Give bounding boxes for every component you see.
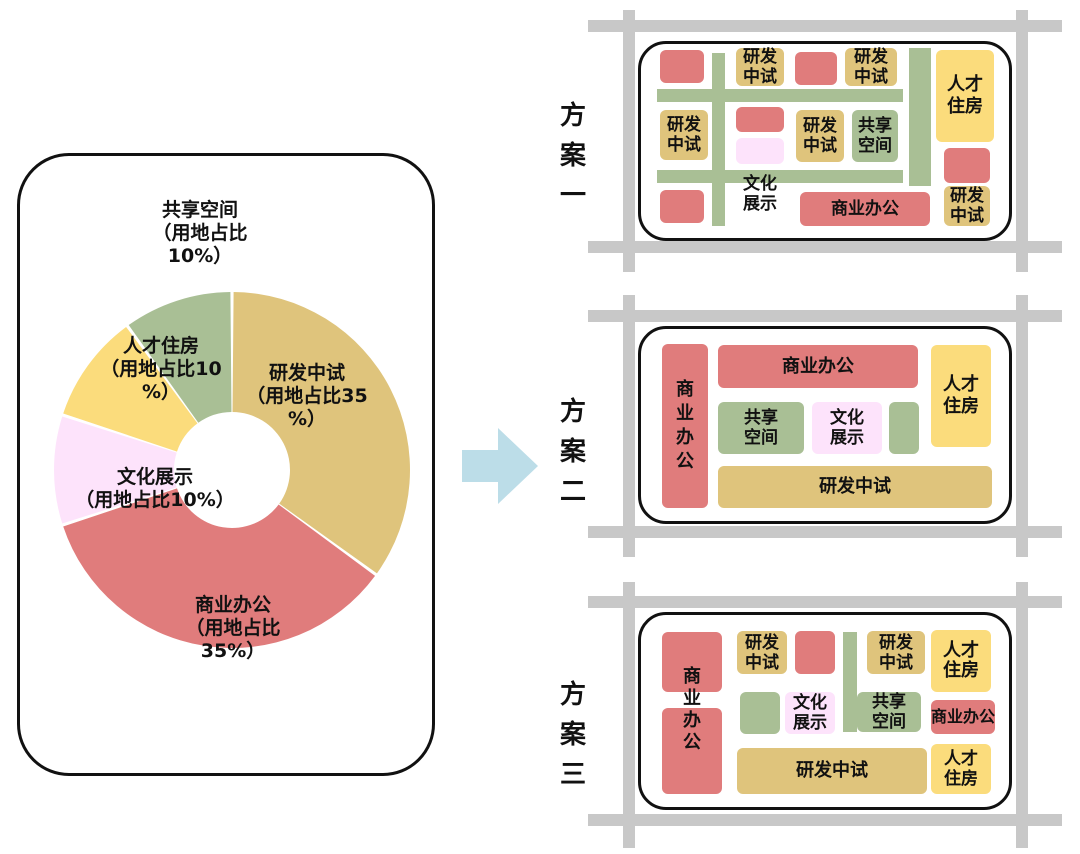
block-talent-housing: 人才 住房 <box>931 345 991 447</box>
scheme-1-title: 方 案 一 <box>559 101 586 211</box>
block-talent-housing: 人才 住房 <box>931 630 991 692</box>
block-culture: 文化 展示 <box>812 402 882 454</box>
label-shared-space: 共享空间 （用地占比 10%） <box>152 199 248 267</box>
road-v-right <box>1016 582 1028 848</box>
block-rnd: 研发 中试 <box>736 47 784 87</box>
road-h-top <box>588 20 1062 32</box>
road-h-bottom <box>588 814 1062 826</box>
block-office <box>660 190 704 223</box>
label-talent-housing: 人才住房 （用地占比10 %） <box>100 335 222 403</box>
block-office <box>944 148 990 183</box>
slice-culture <box>54 416 177 524</box>
block-office: 商业办公 <box>718 345 918 388</box>
road-v-right <box>1016 10 1028 272</box>
road-h-top <box>588 310 1062 322</box>
slice-shared-space <box>128 292 232 423</box>
block-shared-space: 共享 空间 <box>857 692 921 732</box>
block-rnd: 研发 中试 <box>796 110 844 162</box>
road-v-left <box>623 10 635 272</box>
green-strip <box>909 48 931 186</box>
block-shared-space <box>889 402 919 454</box>
slice-rnd <box>232 292 410 574</box>
block-office: 商 业 办 公 <box>662 344 708 508</box>
slice-office <box>63 488 376 649</box>
green-strip <box>657 89 903 102</box>
road-h-bottom <box>588 526 1062 538</box>
block-office <box>736 107 784 132</box>
road-v-right <box>1016 295 1028 557</box>
block-office <box>795 631 835 674</box>
road-h-top <box>588 596 1062 608</box>
label-office: 商业办公 （用地占比 35%） <box>185 594 281 662</box>
block-office <box>795 52 837 85</box>
green-strip <box>712 53 725 226</box>
scheme-2-title: 方 案 二 <box>559 397 586 507</box>
label-culture: 文化展示 （用地占比10%） <box>75 466 235 511</box>
block-office: 商业办公 <box>931 700 995 734</box>
slice-talent-housing <box>63 326 198 452</box>
scheme-3-title: 方 案 三 <box>559 680 586 790</box>
green-strip <box>843 632 857 732</box>
block-office <box>662 632 722 692</box>
road-v-left <box>623 295 635 557</box>
block-rnd: 研发 中试 <box>660 110 708 160</box>
block-office-label: 商 业 办 公 <box>683 666 701 753</box>
block-rnd: 研发 中试 <box>845 47 897 87</box>
arrow-right-icon <box>462 428 538 504</box>
block-office <box>660 50 704 83</box>
block-culture: 文化 展示 <box>785 692 835 734</box>
block-rnd: 研发 中试 <box>867 631 925 674</box>
land-use-donut-chart <box>54 292 410 649</box>
block-shared-space: 共享 空间 <box>852 110 898 162</box>
block-shared-space: 共享 空间 <box>718 402 804 454</box>
block-culture <box>736 138 784 164</box>
block-rnd: 研发 中试 <box>944 186 990 226</box>
block-talent-housing: 人才 住房 <box>931 744 991 794</box>
block-office: 商业办公 <box>800 192 930 226</box>
block-talent-housing: 人才 住房 <box>936 50 994 142</box>
block-culture: 文化 展示 <box>743 174 777 214</box>
block-rnd: 研发中试 <box>718 466 992 508</box>
block-rnd: 研发 中试 <box>737 631 787 674</box>
road-h-bottom <box>588 241 1062 253</box>
block-rnd: 研发中试 <box>737 748 927 794</box>
label-rnd: 研发中试 （用地占比35 %） <box>246 362 368 430</box>
road-v-left <box>623 582 635 848</box>
block-shared-space <box>740 692 780 734</box>
block-office <box>662 708 722 794</box>
